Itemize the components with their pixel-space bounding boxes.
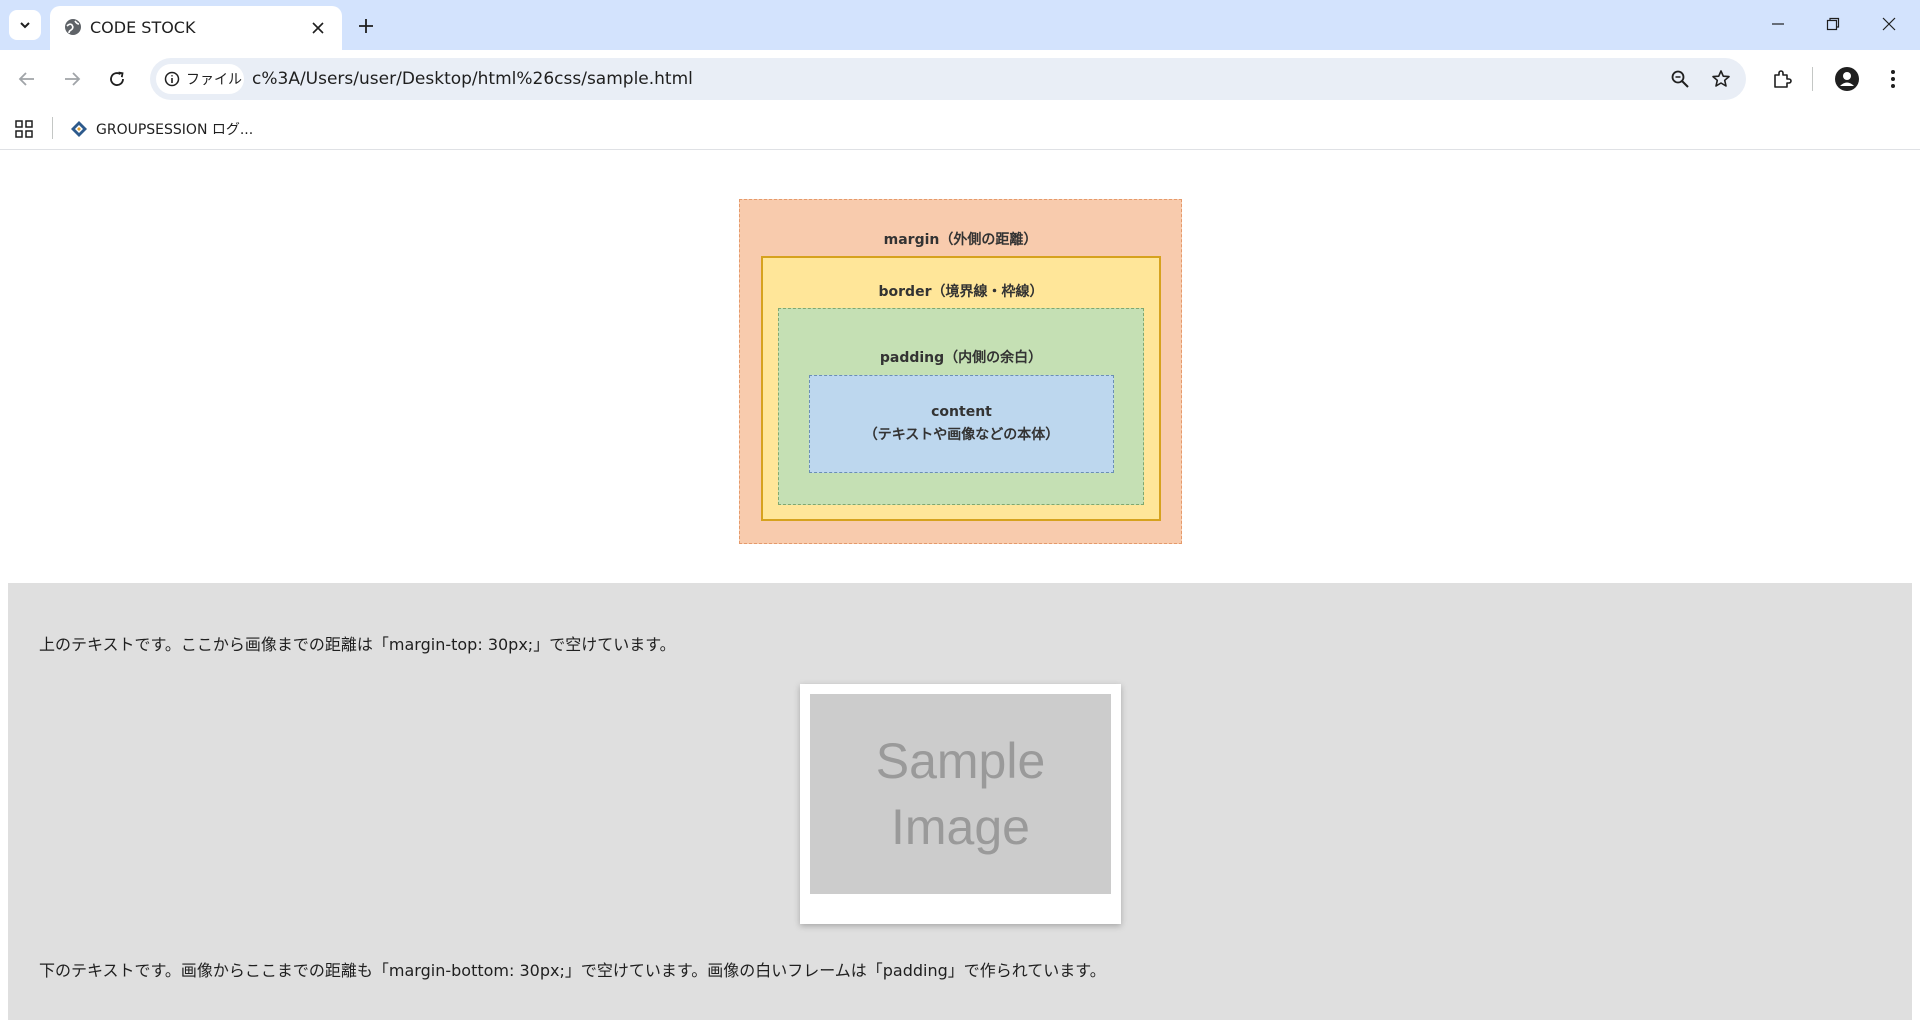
page-content: margin（外側の距離） border（境界線・枠線） padding（内側の…: [0, 150, 1920, 1020]
info-icon: [164, 71, 180, 87]
tab-search-icon: [20, 22, 30, 29]
box-model-padding: padding（内側の余白） content （テキストや画像などの本体）: [778, 308, 1144, 505]
padding-label: padding（内側の余白）: [879, 350, 1043, 366]
apps-button[interactable]: [12, 117, 36, 141]
minimize-button[interactable]: [1758, 8, 1798, 40]
tab-strip: CODE STOCK: [0, 0, 1920, 50]
star-icon: [1712, 70, 1730, 87]
bookmark-groupsession[interactable]: GROUPSESSION ログ...: [70, 115, 253, 143]
tab-title: CODE STOCK: [90, 18, 196, 37]
minimize-icon: [1772, 23, 1784, 25]
reload-button[interactable]: [101, 63, 133, 95]
plus-icon: [359, 19, 373, 33]
groupsession-icon: [71, 121, 87, 137]
border-label: border（境界線・枠線）: [878, 284, 1044, 300]
content-label: content: [931, 404, 992, 420]
address-bar[interactable]: ファイル c%3A/Users/user/Desktop/html%26css/…: [150, 58, 1746, 100]
text-top: 上のテキストです。ここから画像までの距離は「margin-top: 30px;」…: [39, 635, 676, 654]
reload-icon: [110, 71, 124, 86]
sample-image: Sample Image: [810, 694, 1111, 894]
margin-label: margin（外側の距離）: [883, 232, 1038, 248]
back-icon: [18, 72, 34, 86]
new-tab-button[interactable]: [352, 12, 380, 40]
extensions-icon: [1774, 70, 1792, 88]
window-close-icon: [1882, 17, 1896, 31]
zoom-icon: [1671, 70, 1689, 88]
tab-close-button[interactable]: [306, 16, 330, 40]
profile-button[interactable]: [1831, 63, 1863, 95]
back-button[interactable]: [11, 63, 43, 95]
window-close-button[interactable]: [1869, 8, 1909, 40]
demo-section: 上のテキストです。ここから画像までの距離は「margin-top: 30px;」…: [8, 583, 1912, 1020]
apps-icon: [15, 120, 33, 138]
extensions-button[interactable]: [1766, 63, 1798, 95]
text-bottom: 下のテキストです。画像からここまでの距離も「margin-bottom: 30p…: [39, 961, 1106, 980]
image-frame: Sample Image: [800, 684, 1121, 924]
toolbar: ファイル c%3A/Users/user/Desktop/html%26css/…: [0, 50, 1920, 108]
restore-icon: [1826, 17, 1840, 31]
tab-search-button[interactable]: [9, 10, 41, 40]
forward-icon: [65, 72, 81, 86]
box-model-margin: margin（外側の距離） border（境界線・枠線） padding（内側の…: [739, 199, 1182, 544]
sample-image-text-line1: Sample: [875, 733, 1046, 789]
tab-active[interactable]: CODE STOCK: [50, 6, 342, 50]
globe-icon: [65, 19, 81, 35]
site-info-label: ファイル: [186, 72, 242, 88]
zoom-button[interactable]: [1668, 67, 1692, 91]
box-model-content: content （テキストや画像などの本体）: [809, 375, 1114, 473]
url-text[interactable]: c%3A/Users/user/Desktop/html%26css/sampl…: [252, 69, 693, 89]
sample-image-text-line2: Image: [891, 799, 1030, 855]
forward-button[interactable]: [56, 63, 88, 95]
bookmarks-bar: GROUPSESSION ログ...: [0, 108, 1920, 150]
menu-button[interactable]: [1877, 63, 1909, 95]
menu-icon: [1891, 70, 1895, 88]
profile-icon: [1835, 67, 1859, 91]
box-model-border: border（境界線・枠線） padding（内側の余白） content （テ…: [761, 256, 1161, 521]
bookmark-label: GROUPSESSION ログ...: [96, 122, 254, 138]
bookmark-star-button[interactable]: [1709, 67, 1733, 91]
toolbar-divider: [1812, 67, 1813, 91]
bookmark-separator: [52, 117, 53, 139]
content-sublabel: （テキストや画像などの本体）: [863, 427, 1060, 443]
site-info-chip[interactable]: ファイル: [156, 64, 244, 94]
restore-button[interactable]: [1813, 8, 1853, 40]
close-icon: [312, 22, 324, 34]
